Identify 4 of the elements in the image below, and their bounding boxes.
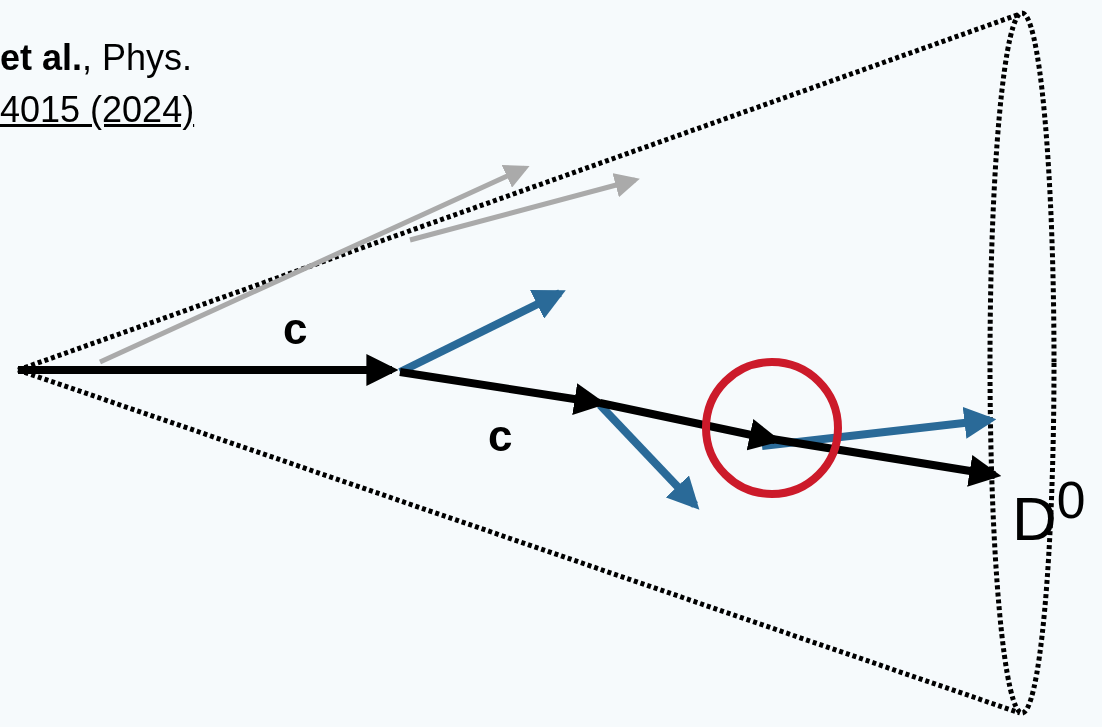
citation-text: et al., Phys.: [0, 38, 193, 78]
quark-label: c: [283, 305, 308, 354]
quark-label: c: [488, 412, 513, 461]
citation-text: 4015 (2024): [0, 90, 195, 130]
